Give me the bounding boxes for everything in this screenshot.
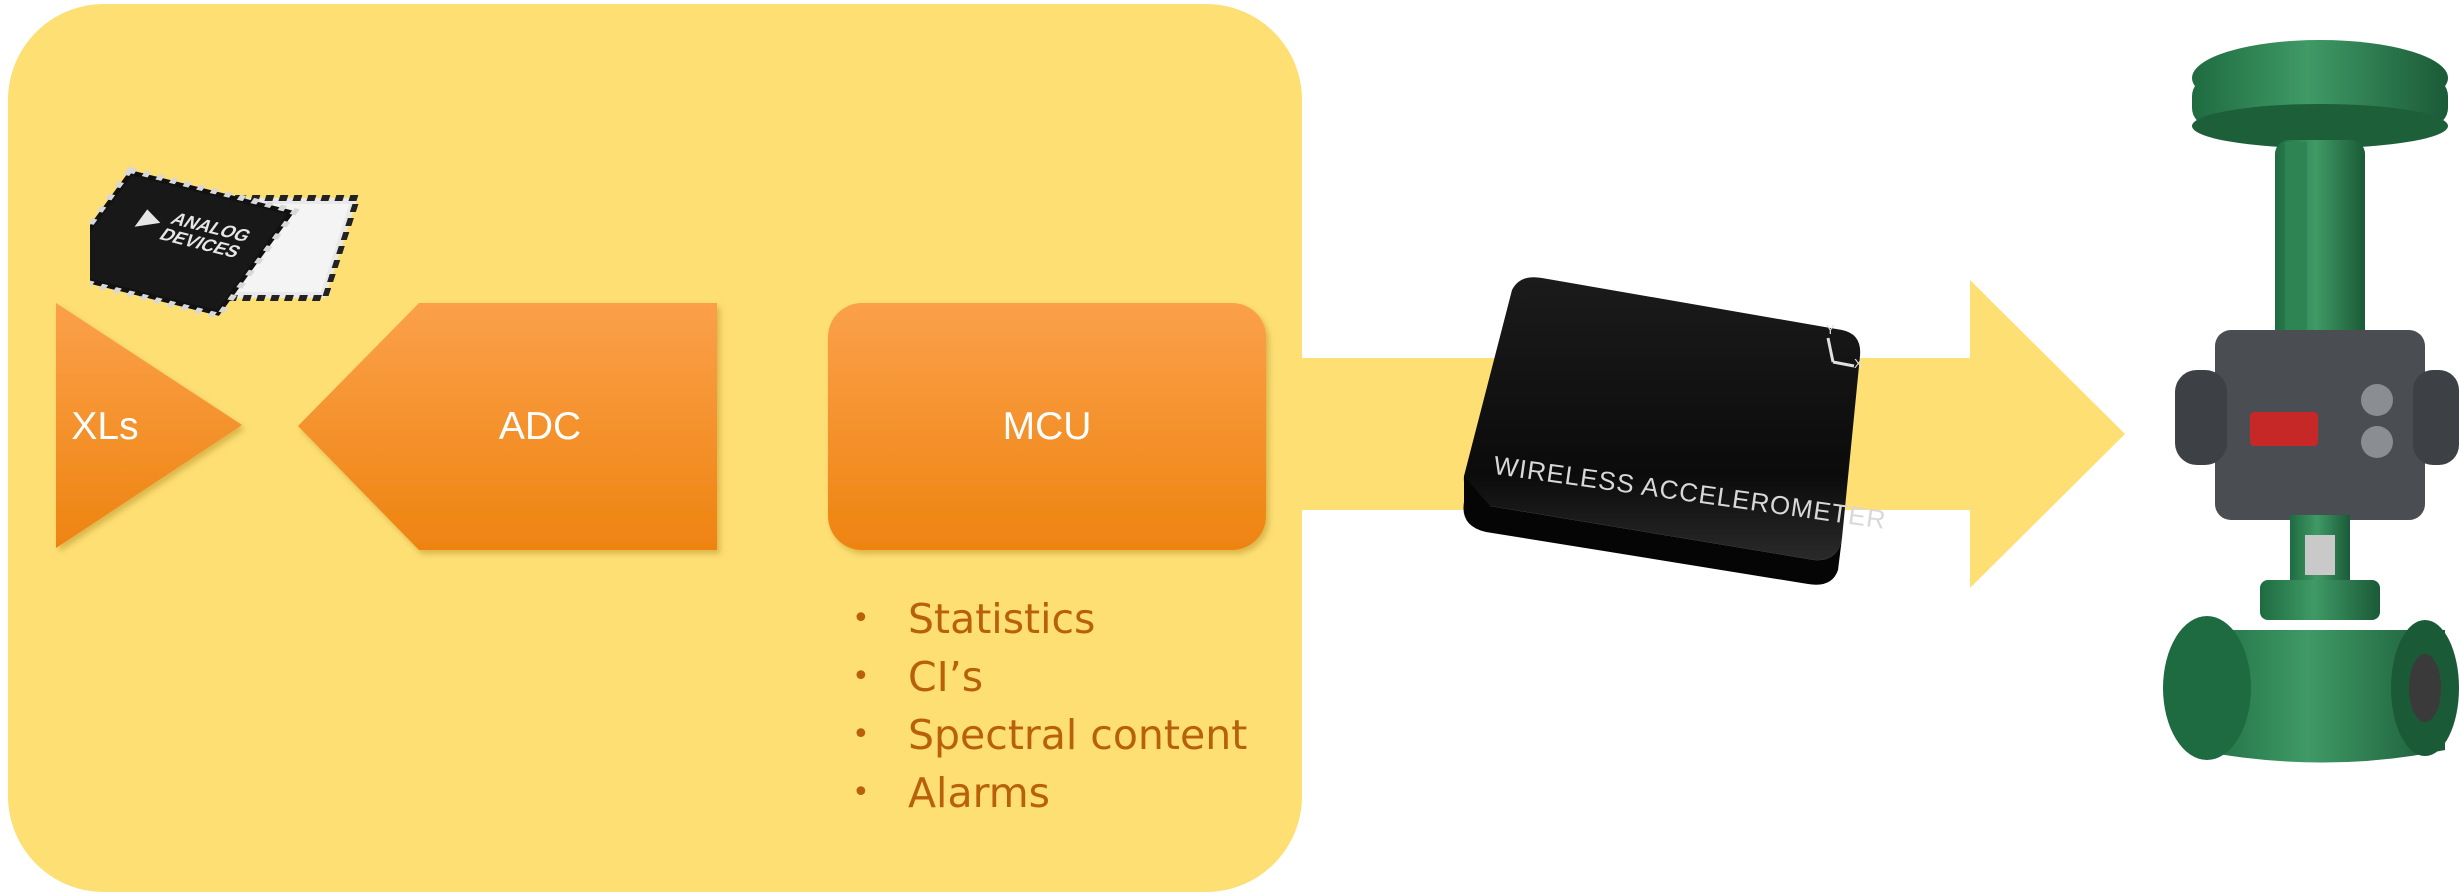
mcu-block: [828, 303, 1266, 550]
mcu-output-list: •Statistics •CI’s •Spectral content •Ala…: [840, 590, 1247, 822]
list-item: •CI’s: [852, 653, 984, 701]
xls-triangle: [56, 303, 242, 548]
mcu-label: MCU: [1002, 405, 1092, 448]
wireless-accelerometer-device: Y X WIRELESS ACCELEROMETER: [1450, 270, 1888, 590]
adc-block: [298, 303, 717, 550]
list-item: •Alarms: [852, 769, 1050, 817]
list-item: •Statistics: [852, 595, 1096, 643]
control-valve-icon: [2163, 40, 2459, 763]
list-item: •Spectral content: [852, 711, 1248, 759]
analog-devices-chip-icon: ANALOG DEVICES: [90, 166, 362, 320]
svg-text:Y: Y: [1826, 322, 1835, 337]
xls-label: XLs: [71, 405, 139, 448]
svg-text:X: X: [1854, 356, 1863, 371]
adc-label: ADC: [498, 405, 582, 448]
accelerometer-box-icon: Y X: [1463, 277, 1863, 585]
